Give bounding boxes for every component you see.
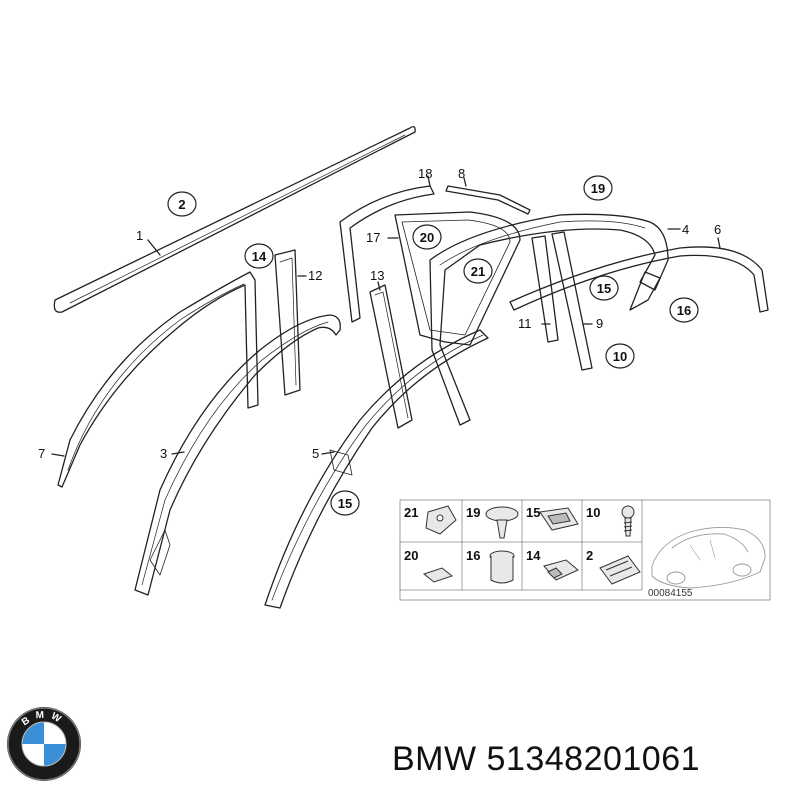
part-4-rear-door-frame bbox=[429, 213, 669, 426]
callout-20: 20 bbox=[420, 230, 434, 245]
leader-3 bbox=[171, 451, 185, 455]
callout-13: 13 bbox=[370, 268, 384, 283]
part-7-front-frame bbox=[57, 271, 259, 488]
leader-18 bbox=[427, 175, 431, 187]
part-3-front-door-frame bbox=[134, 314, 341, 596]
leader-1 bbox=[147, 239, 161, 256]
callout-6: 6 bbox=[714, 222, 721, 237]
callout-15a: 15 bbox=[597, 281, 611, 296]
callout-4: 4 bbox=[682, 222, 689, 237]
circle-19 bbox=[583, 175, 613, 201]
callout-7: 7 bbox=[38, 446, 45, 461]
callout-16: 16 bbox=[677, 303, 691, 318]
pushpin-19-icon bbox=[485, 506, 519, 522]
callout-5: 5 bbox=[312, 446, 319, 461]
callout-15b: 15 bbox=[338, 496, 352, 511]
small-parts-legend bbox=[399, 499, 771, 601]
leader-8 bbox=[463, 177, 467, 187]
callout-21: 21 bbox=[471, 264, 485, 279]
callout-10: 10 bbox=[613, 349, 627, 364]
leader-13 bbox=[377, 281, 381, 291]
diagram-code: 00084155 bbox=[648, 588, 693, 599]
circle-16 bbox=[669, 297, 699, 323]
leader-7 bbox=[51, 453, 65, 457]
callout-14: 14 bbox=[252, 249, 267, 264]
legend-label-15: 15 bbox=[526, 505, 540, 520]
callout-19: 19 bbox=[591, 181, 605, 196]
part-12-b-pillar-trim bbox=[274, 249, 301, 396]
part-9-strip bbox=[551, 231, 593, 371]
callout-8: 8 bbox=[458, 166, 465, 181]
legend-label-16: 16 bbox=[466, 548, 480, 563]
pad-20-icon bbox=[422, 567, 454, 583]
legend-label-20: 20 bbox=[404, 548, 418, 563]
legend-label-14: 14 bbox=[526, 548, 541, 563]
callout-3: 3 bbox=[160, 446, 167, 461]
part-18-window-channel bbox=[339, 185, 435, 323]
part-1-roof-moulding bbox=[53, 126, 416, 313]
circle-15a bbox=[589, 275, 619, 301]
part-bracket bbox=[629, 271, 661, 311]
bmw-logo-icon: BMW bbox=[7, 707, 81, 781]
legend-label-21: 21 bbox=[404, 505, 418, 520]
callout-9: 9 bbox=[596, 316, 603, 331]
clip-2-icon bbox=[599, 555, 641, 585]
callout-2: 2 bbox=[178, 197, 185, 212]
callout-1: 1 bbox=[136, 228, 143, 243]
part-6-rear-moulding bbox=[509, 246, 769, 313]
circle-2 bbox=[167, 191, 197, 217]
callout-17: 17 bbox=[366, 230, 380, 245]
legend-label-2: 2 bbox=[586, 548, 593, 563]
callout-18: 18 bbox=[418, 166, 432, 181]
clip-14-icon bbox=[543, 559, 579, 581]
legend-label-10: 10 bbox=[586, 505, 600, 520]
car-thumbnail-icon bbox=[651, 527, 766, 589]
circle-20 bbox=[412, 224, 442, 250]
part-5-lower-frame bbox=[264, 329, 489, 609]
callout-12: 12 bbox=[308, 268, 322, 283]
part-17-window-frame bbox=[394, 211, 521, 346]
circle-14 bbox=[244, 243, 274, 269]
part-8-strip bbox=[445, 185, 531, 215]
part-11-strip bbox=[531, 235, 559, 343]
leader-6 bbox=[717, 237, 721, 249]
leader-5 bbox=[321, 451, 335, 455]
screw-10-icon bbox=[621, 505, 635, 519]
legend-label-19: 19 bbox=[466, 505, 480, 520]
circle-21 bbox=[463, 258, 493, 284]
part-number-caption: BMW 51348201061 bbox=[392, 740, 701, 778]
callout-11: 11 bbox=[518, 316, 532, 331]
circle-15b bbox=[330, 490, 360, 516]
circle-10 bbox=[605, 343, 635, 369]
